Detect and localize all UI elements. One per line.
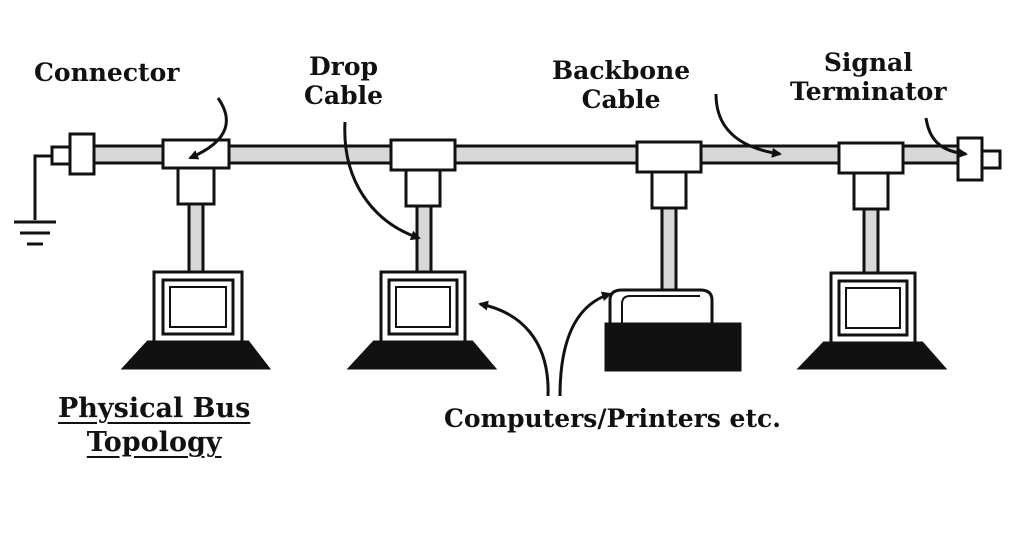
connector-label-text: Connector xyxy=(34,58,180,87)
ground-symbol xyxy=(14,154,56,246)
computer-1 xyxy=(120,270,272,370)
signal-terminator-label-line2: Terminator xyxy=(790,77,947,106)
computer-2 xyxy=(346,270,498,370)
terminator-arrow xyxy=(924,117,968,159)
t-connector-1 xyxy=(161,138,231,274)
signal-terminator-label: Signal Terminator xyxy=(790,48,947,106)
t-connector-4 xyxy=(837,141,905,275)
drop-cable-label-line1: Drop xyxy=(308,52,378,81)
computer-3 xyxy=(796,271,948,370)
connector-label: Connector xyxy=(34,58,179,87)
printer xyxy=(604,288,742,372)
backbone-cable-label: Backbone Cable xyxy=(552,56,690,114)
backbone-cable-label-line2: Cable xyxy=(581,85,661,114)
diagram-title: Physical Bus Topology xyxy=(58,392,250,460)
diagram-title-line2: Topology xyxy=(86,427,222,458)
diagram-title-line1: Physical Bus xyxy=(58,393,251,424)
t-connector-2 xyxy=(389,138,457,274)
t-connector-3 xyxy=(635,140,703,296)
devices-label-text: Computers/Printers etc. xyxy=(444,404,781,433)
drop-cable-label-line2: Cable xyxy=(304,81,383,110)
backbone-cable-label-line1: Backbone xyxy=(552,56,691,85)
drop-cable-label: Drop Cable xyxy=(304,52,383,110)
left-terminator xyxy=(50,132,96,176)
drop-cable-arrow xyxy=(343,121,421,241)
signal-terminator xyxy=(956,136,1002,182)
signal-terminator-label-line1: Signal xyxy=(823,48,913,77)
devices-arrow-left xyxy=(478,300,550,397)
devices-label: Computers/Printers etc. xyxy=(444,404,781,433)
devices-arrow-right xyxy=(558,291,612,397)
connector-arrow xyxy=(188,97,228,160)
backbone-cable-arrow xyxy=(714,93,782,158)
